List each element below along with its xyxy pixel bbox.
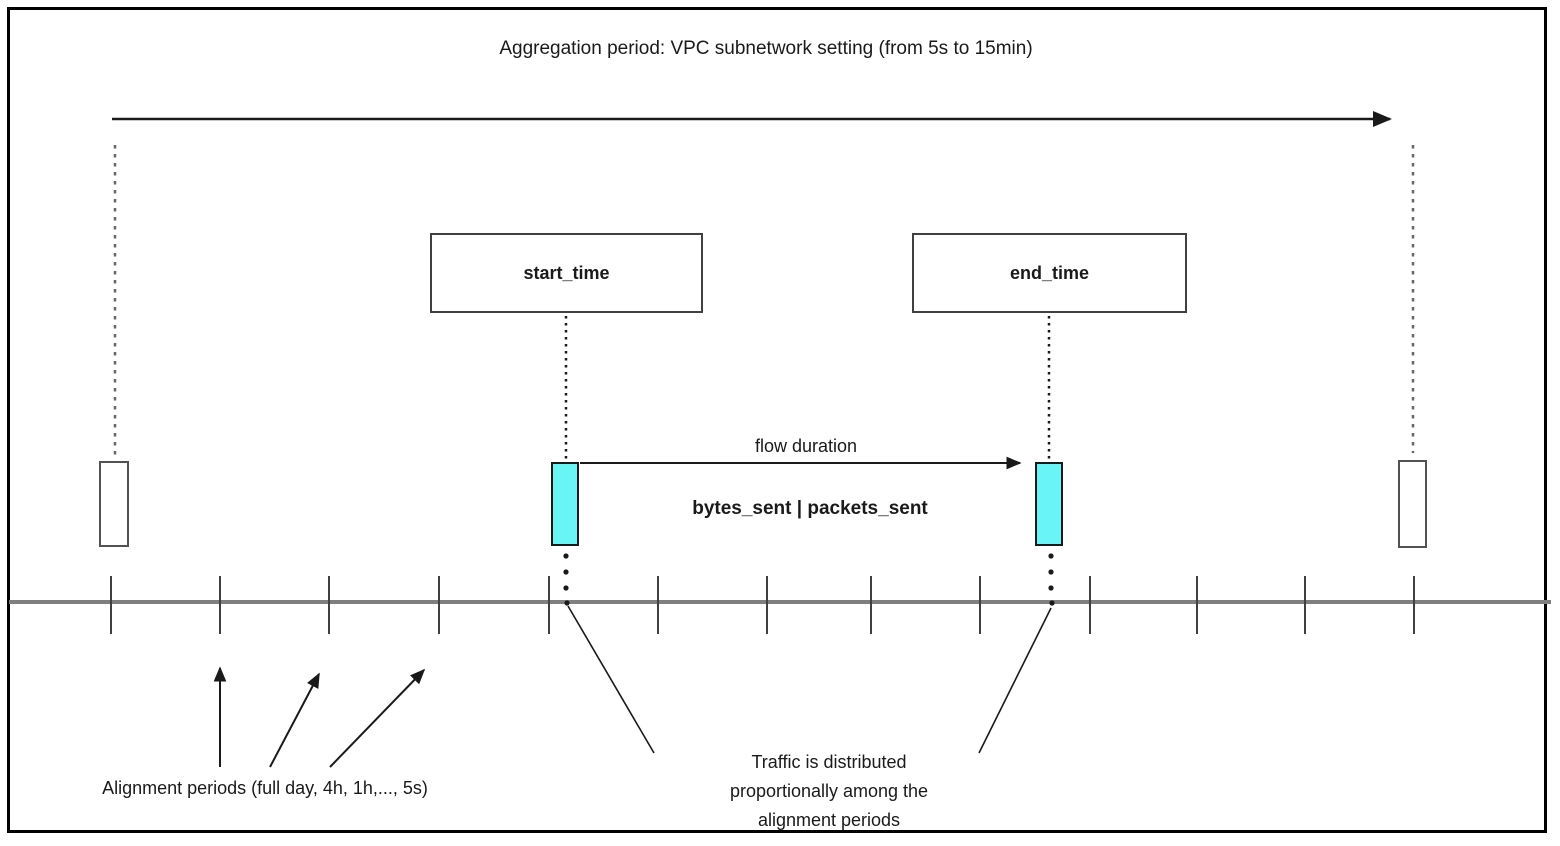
alignment-arrow-3	[329, 668, 426, 768]
alignment-periods-label: Alignment periods (full day, 4h, 1h,...,…	[102, 778, 428, 798]
end-time-box: end_time	[912, 233, 1187, 313]
traffic-note-line-2: proportionally among the	[729, 781, 929, 801]
end-time-label: end_time	[1009, 262, 1090, 283]
traffic-callout-line-right	[978, 607, 1052, 754]
flow-metrics-label: bytes_sent | packets_sent	[692, 498, 928, 519]
end-dotted-tick	[1048, 553, 1055, 606]
flow-end-marker	[1035, 462, 1063, 546]
traffic-note-line-3: alignment periods	[757, 810, 901, 830]
traffic-note: Traffic is distributed proportionally am…	[704, 748, 954, 835]
left-boundary-marker	[99, 461, 129, 547]
diagram-frame	[7, 7, 1547, 833]
start-time-box: start_time	[430, 233, 703, 313]
traffic-callout-line-left	[567, 605, 655, 754]
start-time-label: start_time	[523, 262, 610, 283]
alignment-arrow-2	[269, 672, 320, 768]
traffic-note-line-1: Traffic is distributed	[751, 752, 907, 772]
timeline-ticks	[110, 576, 1415, 634]
right-boundary-marker	[1398, 460, 1427, 548]
flow-start-marker	[551, 462, 579, 546]
diagram-title: Aggregation period: VPC subnetwork setti…	[499, 38, 1033, 59]
start-dotted-tick	[563, 553, 570, 606]
flow-duration-label: flow duration	[754, 436, 858, 456]
